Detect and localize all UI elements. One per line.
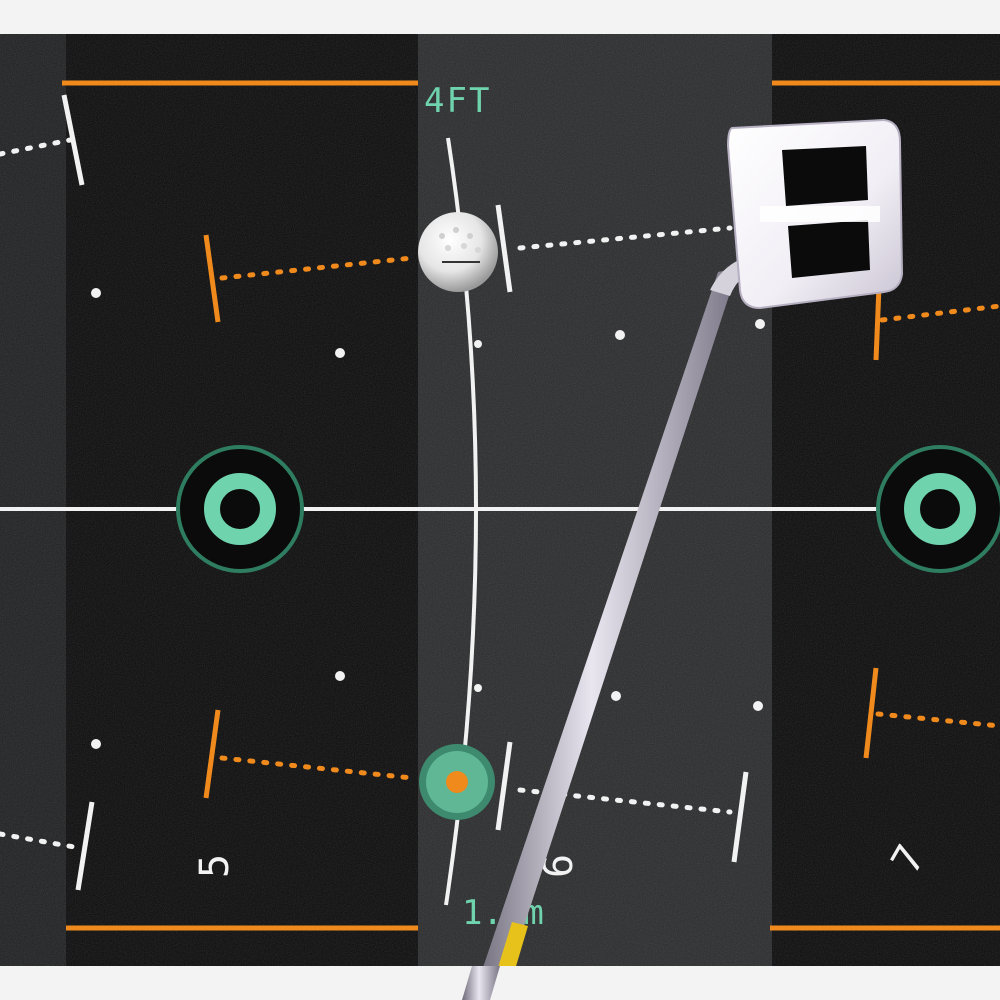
aim-dots <box>91 288 765 749</box>
orange-gate-bottom-left <box>203 709 415 799</box>
orange-border-lines <box>62 80 1000 931</box>
distance-label-top: 4FT <box>424 81 491 121</box>
frame-top <box>0 0 1000 34</box>
white-gate-bottom-left <box>0 801 95 891</box>
mallet-putter-head <box>726 118 904 310</box>
orange-gate-bottom-right <box>863 667 1000 759</box>
white-gate-top-center <box>495 204 733 293</box>
white-gate-top-left <box>0 94 85 186</box>
zone-number-5: 5 <box>192 854 238 878</box>
shaft-end <box>462 966 500 1000</box>
target-circle-right <box>876 445 1000 573</box>
orange-gate-top-left <box>203 234 415 323</box>
frame-bottom <box>0 966 1000 1000</box>
target-circle-left <box>176 445 304 573</box>
start-spot-marker <box>419 744 495 820</box>
golf-ball <box>418 212 498 292</box>
white-gate-bottom-center <box>495 741 749 863</box>
